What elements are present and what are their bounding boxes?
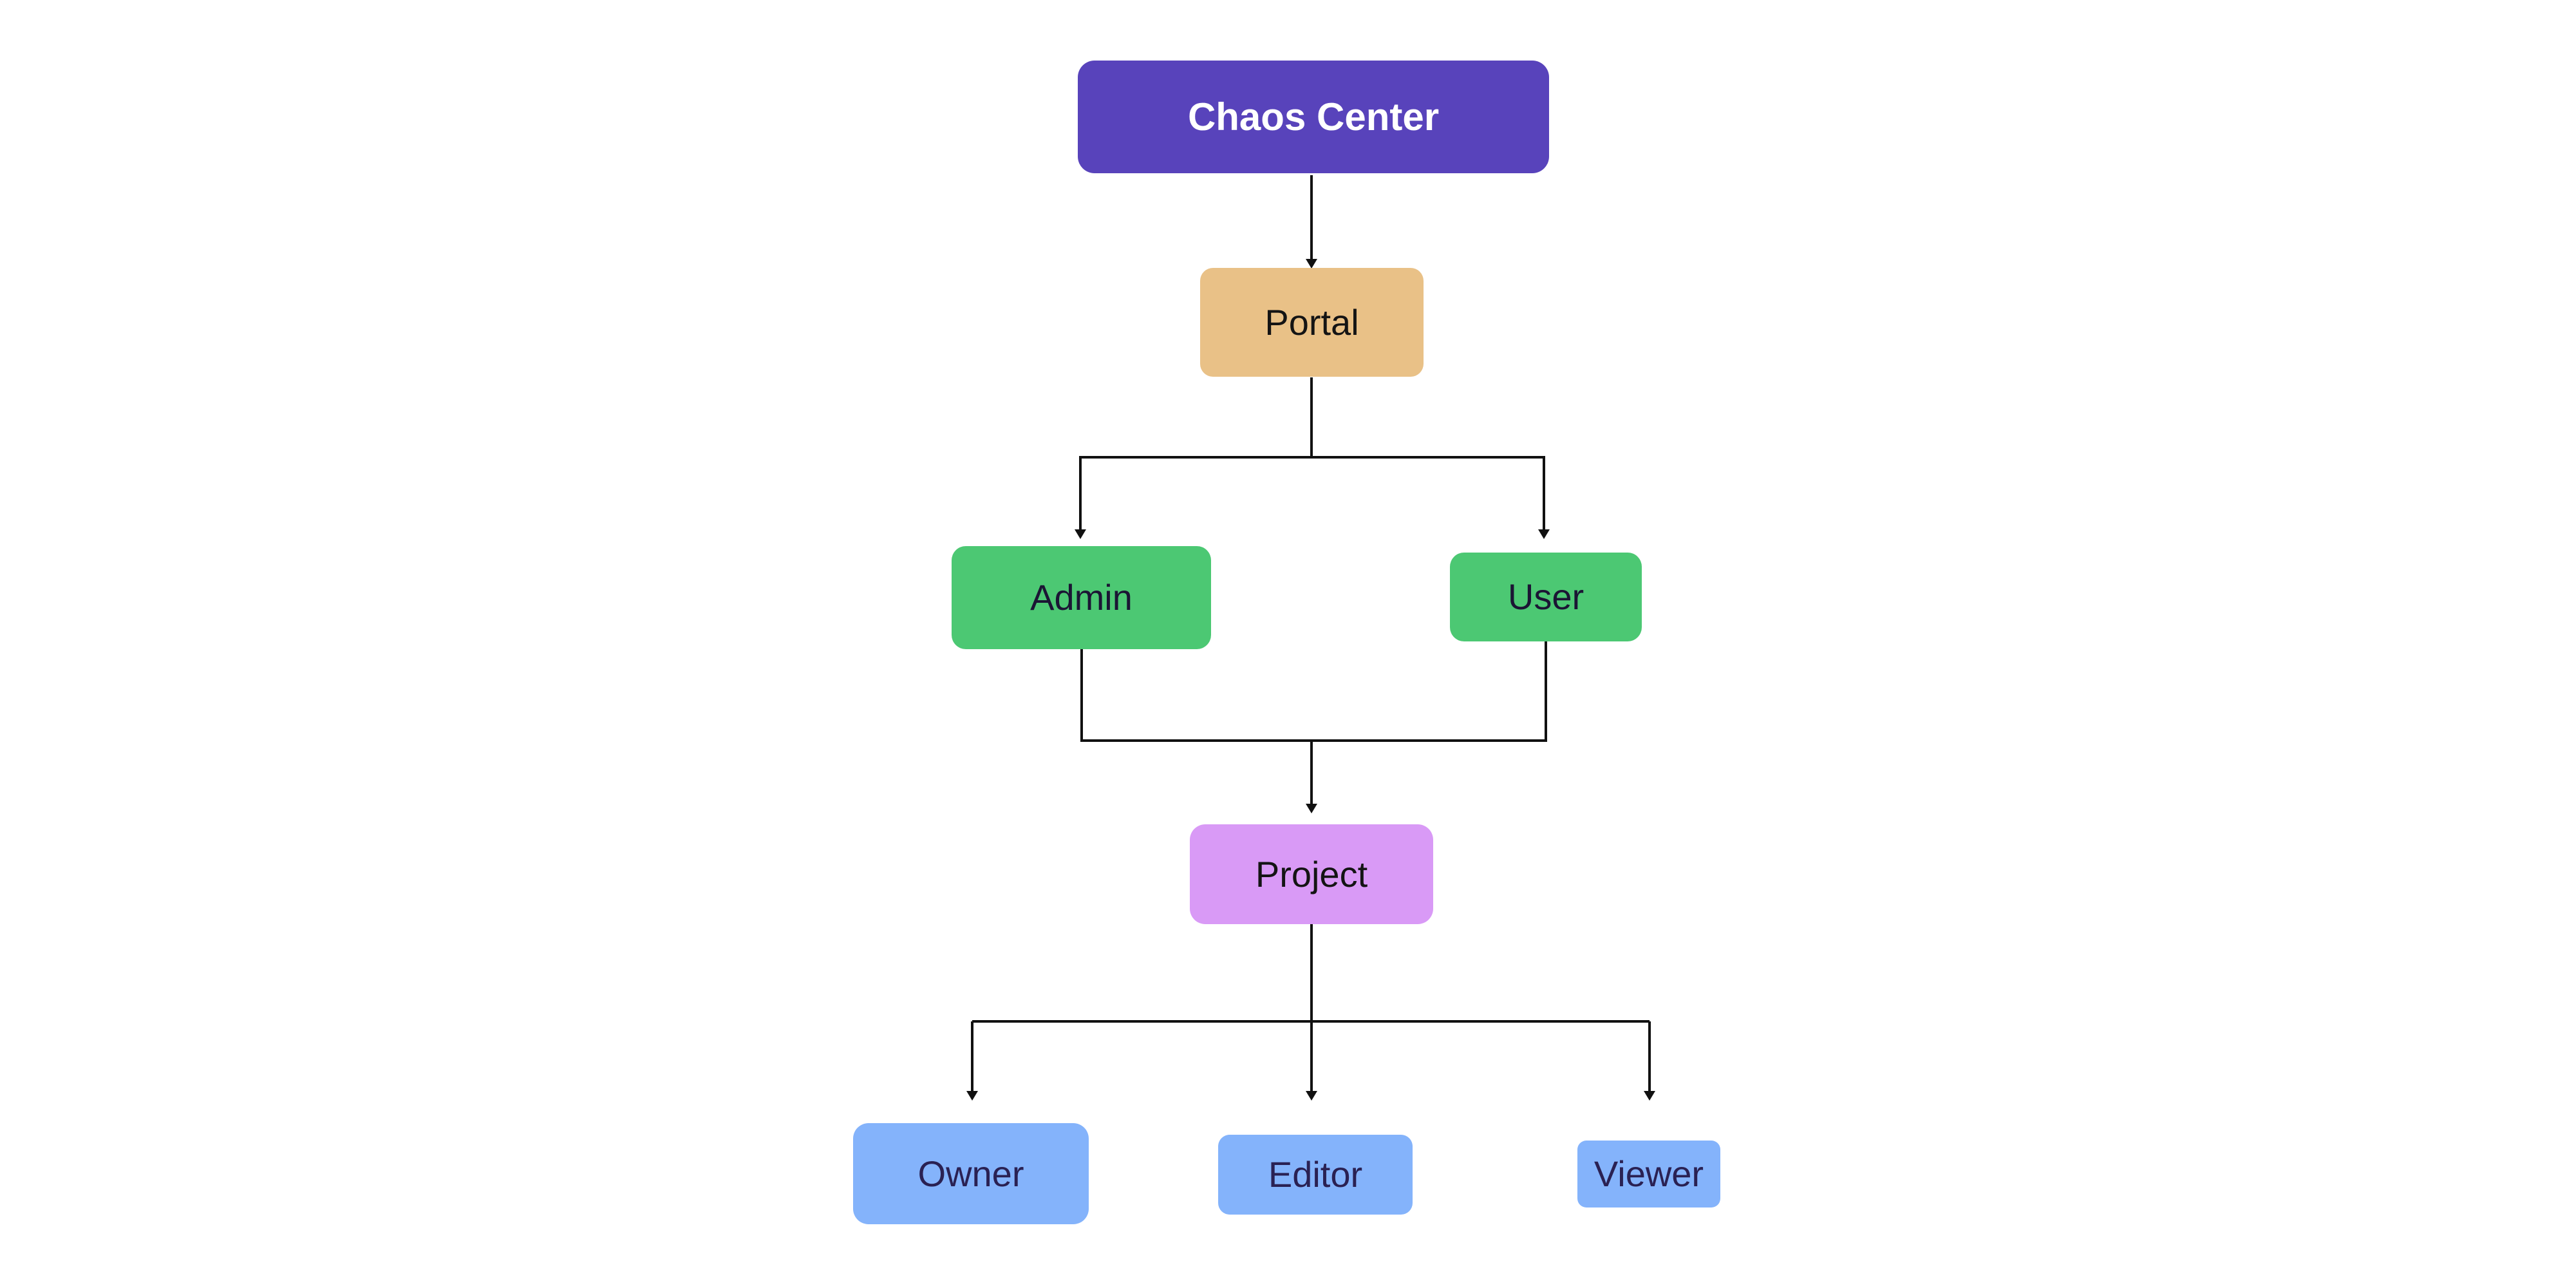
node-admin-label: Admin — [1030, 577, 1133, 618]
edge-portal-admin-arrowhead-icon — [1075, 529, 1086, 539]
edge-project-owner-arrowhead-icon — [966, 1091, 978, 1101]
node-admin: Admin — [952, 546, 1211, 649]
node-viewer-label: Viewer — [1594, 1153, 1704, 1194]
node-owner: Owner — [853, 1123, 1089, 1224]
node-project-label: Project — [1255, 853, 1368, 895]
edge-merge-project-arrowhead-icon — [1306, 804, 1317, 813]
edge-project-editor-arrowhead-icon — [1306, 1091, 1317, 1101]
node-viewer: Viewer — [1577, 1141, 1720, 1208]
node-editor: Editor — [1218, 1135, 1413, 1215]
edge-project-viewer-arrowhead-icon — [1644, 1091, 1655, 1101]
node-portal: Portal — [1200, 268, 1424, 377]
edge-chaos-center-portal-arrowhead-icon — [1306, 259, 1317, 269]
node-chaos-center-label: Chaos Center — [1187, 95, 1440, 138]
node-portal-label: Portal — [1264, 301, 1359, 343]
node-user-label: User — [1507, 576, 1584, 617]
node-project: Project — [1190, 824, 1433, 924]
node-editor-label: Editor — [1268, 1154, 1363, 1195]
node-owner-label: Owner — [917, 1153, 1024, 1194]
node-user: User — [1450, 553, 1642, 641]
edge-portal-user-arrowhead-icon — [1538, 529, 1550, 539]
node-chaos-center: Chaos Center — [1078, 61, 1549, 173]
